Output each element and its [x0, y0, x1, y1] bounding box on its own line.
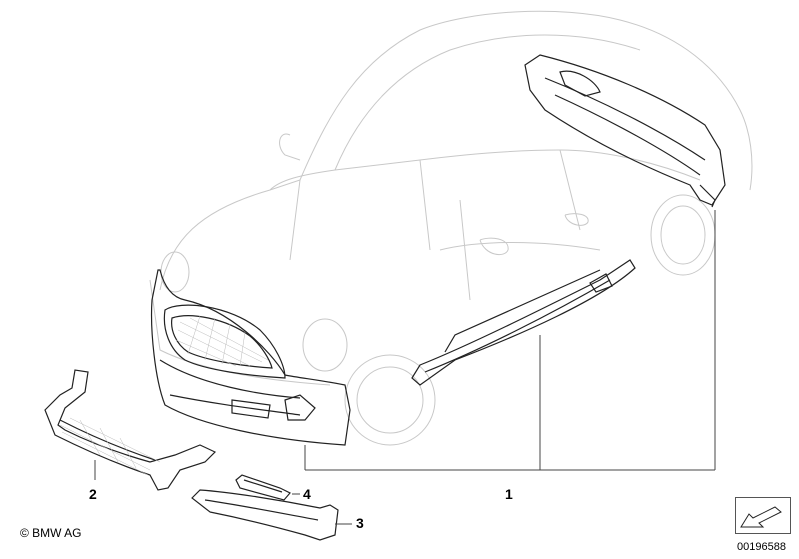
callout-2: 2 — [89, 486, 97, 502]
callout-3: 3 — [356, 515, 364, 531]
lower-grille-mesh — [59, 417, 161, 476]
front-bumper — [150, 269, 351, 446]
callout-4: 4 — [303, 486, 311, 502]
car-outline-icon — [149, 10, 753, 446]
trim-strip — [235, 474, 291, 501]
side-skirt — [411, 259, 636, 386]
front-lip-spoiler — [191, 489, 339, 541]
callout-1: 1 — [505, 486, 513, 502]
leader-lines — [94, 210, 716, 525]
diagram-id-label: 00196588 — [737, 541, 786, 553]
front-grille-mesh — [175, 315, 269, 367]
lower-grille — [44, 369, 217, 491]
copyright-label: © BMW AG — [20, 526, 82, 540]
arrow-nav-icon-overlay — [740, 506, 782, 528]
rear-bumper — [524, 54, 726, 208]
